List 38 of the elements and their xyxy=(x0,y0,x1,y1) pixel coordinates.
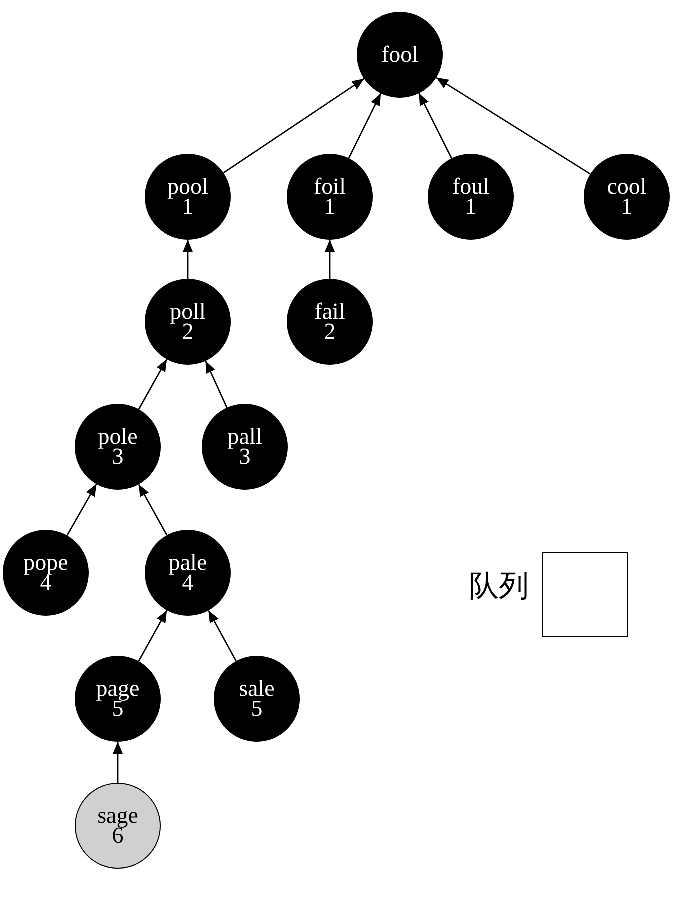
word-label: cool xyxy=(607,177,647,197)
arrow xyxy=(138,484,168,536)
arrow xyxy=(223,78,365,174)
arrow xyxy=(325,240,335,279)
arrow xyxy=(436,77,591,175)
word-label: pale xyxy=(168,553,208,573)
word-label: sage xyxy=(98,806,138,826)
arrow xyxy=(205,360,228,408)
arrow xyxy=(183,240,193,279)
arrow xyxy=(348,93,382,159)
arrow xyxy=(208,610,237,662)
word-label: foil xyxy=(314,177,346,197)
step-number: 3 xyxy=(239,447,251,467)
step-number: 2 xyxy=(324,322,336,342)
word-label: fool xyxy=(381,45,419,65)
word-label: pall xyxy=(228,427,262,447)
step-number: 1 xyxy=(324,197,336,217)
step-number: 1 xyxy=(621,197,633,217)
arrow xyxy=(138,359,168,410)
step-number: 4 xyxy=(182,573,194,593)
word-label: fail xyxy=(314,302,346,322)
step-number: 2 xyxy=(182,322,194,342)
arrow xyxy=(66,484,98,536)
step-number: 1 xyxy=(465,197,477,217)
word-label: pole xyxy=(98,427,138,447)
word-label: pool xyxy=(168,177,208,197)
word-label: page xyxy=(96,679,140,699)
arrow xyxy=(418,93,452,159)
word-label: sale xyxy=(239,679,275,699)
step-number: 3 xyxy=(112,447,124,467)
step-number: 5 xyxy=(251,699,263,719)
word-label: pope xyxy=(24,553,68,573)
arrow xyxy=(113,742,123,783)
word-label: foul xyxy=(452,177,490,197)
arrow xyxy=(138,610,168,662)
queue-label: 队列 xyxy=(469,574,529,600)
step-number: 1 xyxy=(182,197,194,217)
word-label: poll xyxy=(170,302,206,322)
